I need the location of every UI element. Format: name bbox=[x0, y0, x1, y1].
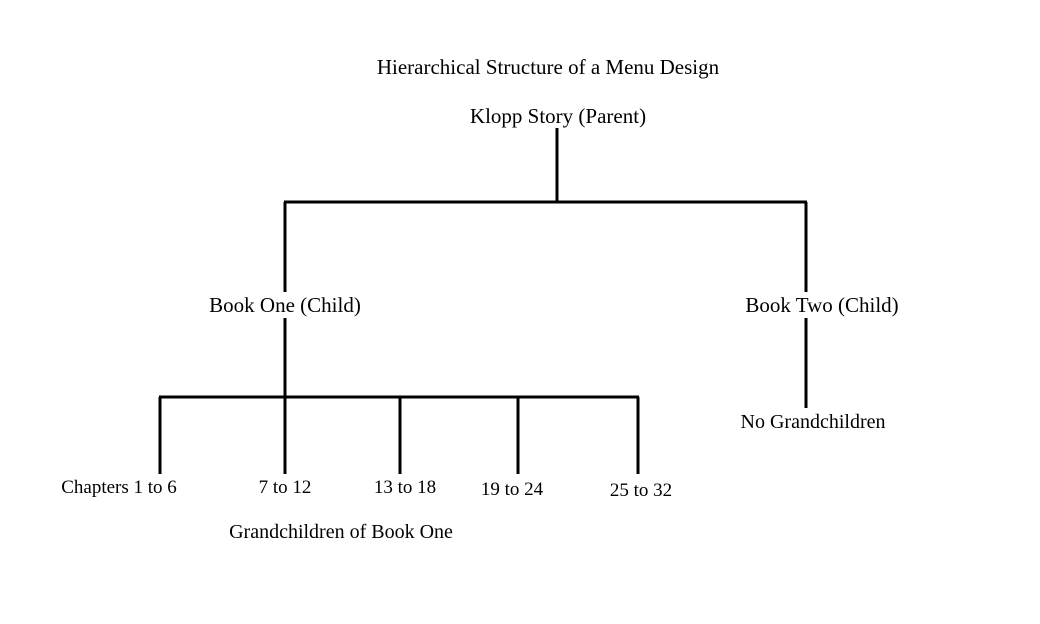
node-book-two-no-grandchildren: No Grandchildren bbox=[736, 412, 890, 432]
node-child-book-two[interactable]: Book Two (Child) bbox=[741, 295, 903, 316]
diagram-title: Hierarchical Structure of a Menu Design bbox=[372, 57, 724, 78]
node-grandchild-25-to-32[interactable]: 25 to 32 bbox=[605, 481, 677, 500]
grandchildren-caption: Grandchildren of Book One bbox=[225, 522, 457, 542]
node-grandchild-7-to-12[interactable]: 7 to 12 bbox=[254, 478, 316, 497]
node-grandchild-chapters-1-to-6[interactable]: Chapters 1 to 6 bbox=[57, 478, 181, 497]
node-grandchild-13-to-18[interactable]: 13 to 18 bbox=[369, 478, 441, 497]
node-root-klopp-story[interactable]: Klopp Story (Parent) bbox=[465, 106, 651, 127]
node-grandchild-19-to-24[interactable]: 19 to 24 bbox=[476, 480, 548, 499]
node-child-book-one[interactable]: Book One (Child) bbox=[205, 295, 365, 316]
